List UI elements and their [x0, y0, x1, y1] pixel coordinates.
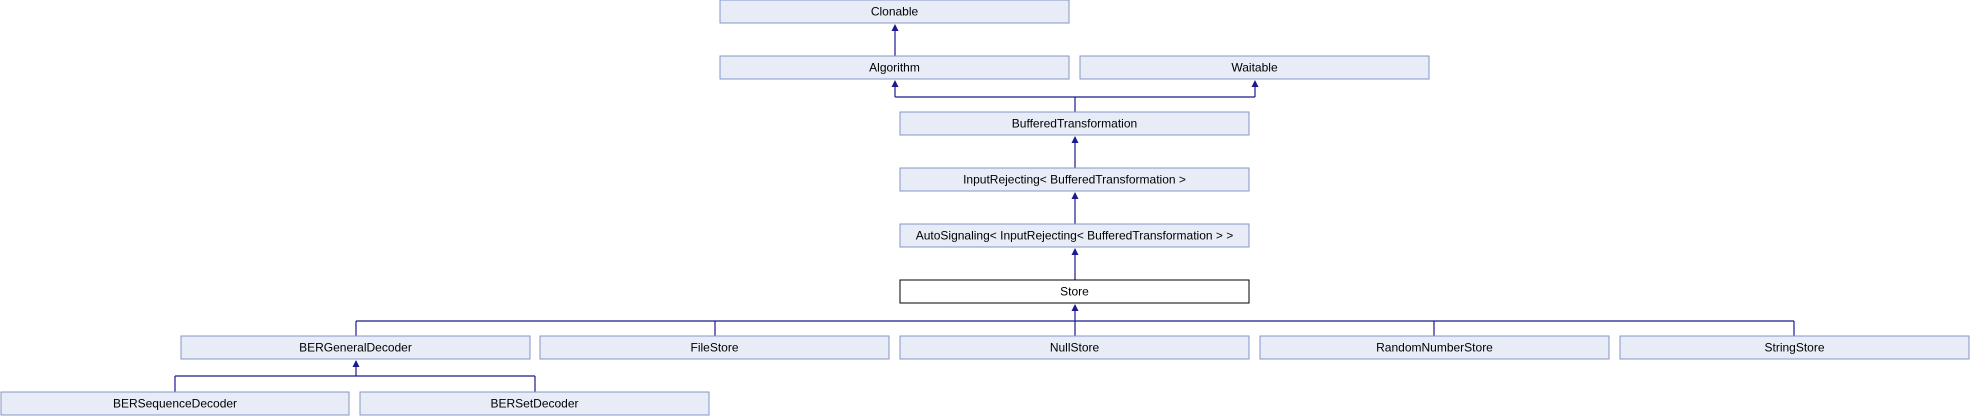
node-waitable[interactable]: Waitable: [1079, 55, 1430, 80]
arrow-waitable: [1251, 80, 1259, 87]
arrow-inputrejecting: [1071, 192, 1079, 199]
node-input-rejecting[interactable]: InputRejecting< BufferedTransformation >: [899, 167, 1250, 192]
node-ber-set-decoder[interactable]: BERSetDecoder: [359, 391, 710, 416]
node-label: BERSetDecoder: [490, 397, 578, 411]
node-label: FileStore: [690, 341, 738, 355]
node-buffered-transformation[interactable]: BufferedTransformation: [899, 111, 1250, 136]
node-label: BERSequenceDecoder: [113, 397, 237, 411]
node-clonable[interactable]: Clonable: [719, 0, 1070, 24]
node-label: Clonable: [871, 5, 919, 19]
node-label: InputRejecting< BufferedTransformation >: [963, 173, 1186, 187]
arrow-autosignaling: [1071, 248, 1079, 255]
node-label: BERGeneralDecoder: [299, 341, 412, 355]
node-label: Store: [1060, 285, 1089, 299]
node-label: BufferedTransformation: [1012, 117, 1137, 131]
node-random-number-store[interactable]: RandomNumberStore: [1259, 335, 1610, 360]
edges: [174, 24, 1795, 392]
node-label: RandomNumberStore: [1376, 341, 1493, 355]
node-file-store[interactable]: FileStore: [539, 335, 890, 360]
arrow-buffered: [1071, 136, 1079, 143]
arrow-bergeneraldecoder: [352, 360, 360, 367]
node-label: StringStore: [1764, 341, 1824, 355]
arrow-clonable: [891, 24, 899, 31]
node-algorithm[interactable]: Algorithm: [719, 55, 1070, 80]
node-label: Algorithm: [869, 61, 920, 75]
node-null-store[interactable]: NullStore: [899, 335, 1250, 360]
edge-store-children: [355, 310, 1795, 336]
edge-buffered-algorithm-waitable: [894, 86, 1256, 112]
node-ber-general-decoder[interactable]: BERGeneralDecoder: [180, 335, 531, 360]
node-label: Waitable: [1231, 61, 1278, 75]
node-store: Store: [899, 279, 1250, 304]
arrow-algorithm: [891, 80, 899, 87]
node-ber-sequence-decoder[interactable]: BERSequenceDecoder: [0, 391, 350, 416]
node-string-store[interactable]: StringStore: [1619, 335, 1970, 360]
edge-ber-children: [174, 366, 536, 392]
arrow-store: [1071, 304, 1079, 311]
node-auto-signaling[interactable]: AutoSignaling< InputRejecting< BufferedT…: [899, 223, 1250, 248]
node-label: NullStore: [1050, 341, 1100, 355]
node-label: AutoSignaling< InputRejecting< BufferedT…: [916, 229, 1234, 243]
